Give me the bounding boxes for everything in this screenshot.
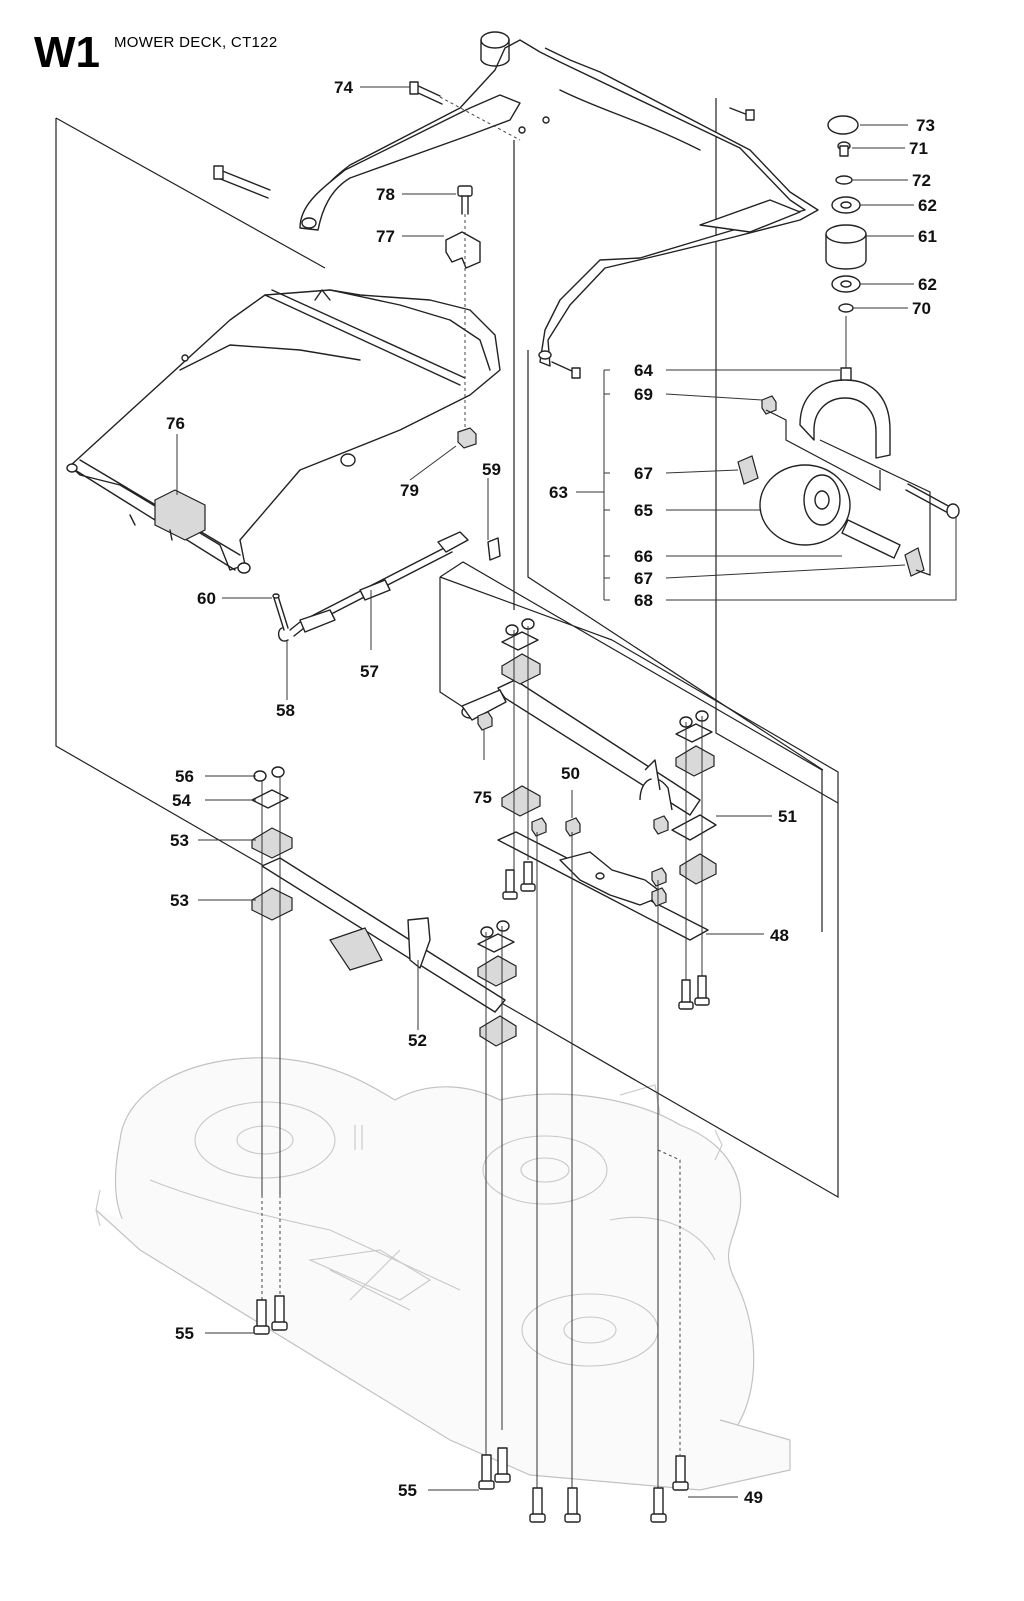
cap-73	[827, 115, 859, 135]
callout-64: 64	[634, 361, 653, 380]
callout-48: 48	[770, 926, 789, 945]
callout-54: 54	[172, 791, 191, 810]
callout-labels: 74 78 77 76 79 59 60 57 58 73 71 72 62 6…	[166, 78, 937, 1507]
callout-53-upper: 53	[170, 831, 189, 850]
washer-72	[835, 175, 853, 185]
bolt-upper-left	[213, 165, 271, 199]
front-shaft-52	[261, 857, 506, 1013]
rear-shaft-51	[461, 679, 717, 841]
callout-53-lower: 53	[170, 891, 189, 910]
callout-74: 74	[334, 78, 353, 97]
nut-75	[477, 711, 493, 731]
bolt-71	[837, 141, 851, 157]
adjust-rod-57	[277, 531, 469, 642]
callout-77: 77	[376, 227, 395, 246]
bolt-49	[672, 1455, 689, 1491]
callout-73: 73	[916, 116, 935, 135]
clamp-set-front-right	[477, 920, 517, 1047]
callout-57: 57	[360, 662, 379, 681]
nut-69	[761, 395, 777, 415]
lift-arm-assembly	[299, 31, 819, 367]
bolt-68	[905, 483, 960, 519]
assembly-frames	[55, 98, 839, 1199]
mower-deck-shell	[95, 1057, 791, 1491]
callout-50: 50	[561, 764, 580, 783]
callout-63: 63	[549, 483, 568, 502]
wheel-65	[759, 464, 851, 546]
clamp-set-front-left	[251, 766, 293, 921]
callout-58: 58	[276, 701, 295, 720]
leader-lines	[176, 86, 957, 1498]
callout-75: 75	[473, 788, 492, 807]
sleeve-66	[841, 519, 901, 559]
callout-79: 79	[400, 481, 419, 500]
bearing-62-upper	[831, 196, 861, 214]
nuts-50	[531, 817, 667, 907]
callout-71: 71	[909, 139, 928, 158]
bolt-78	[457, 185, 473, 215]
housing-61	[825, 224, 867, 270]
nut-51-side	[653, 815, 669, 835]
callout-55-bottom: 55	[398, 1481, 417, 1500]
bracket-77	[445, 231, 481, 269]
spacer-67	[737, 455, 925, 577]
front-frame-76	[66, 289, 501, 574]
diagram-title: MOWER DECK, CT122	[114, 34, 278, 51]
callout-76: 76	[166, 414, 185, 433]
callout-60: 60	[197, 589, 216, 608]
callout-78: 78	[376, 185, 395, 204]
bolt-arm-right	[551, 361, 581, 379]
clip-59	[487, 537, 501, 561]
bolts-55-left	[253, 1295, 288, 1335]
washer-70	[838, 303, 854, 313]
callout-65: 65	[634, 501, 653, 520]
bolts-upper-crossbar	[502, 861, 710, 1010]
bearing-62-lower	[831, 275, 861, 293]
callout-56: 56	[175, 767, 194, 786]
bolt-74	[409, 81, 443, 105]
nut-79	[457, 427, 477, 449]
clamp-set-rear-left	[501, 618, 541, 817]
callout-67-upper: 67	[634, 464, 653, 483]
callout-62-lower: 62	[918, 275, 937, 294]
crossbar-48	[497, 831, 709, 941]
callout-55-left: 55	[175, 1324, 194, 1343]
callout-51: 51	[778, 807, 797, 826]
pin-60	[272, 593, 289, 631]
callout-52: 52	[408, 1031, 427, 1050]
bolt-upper-right	[729, 107, 755, 121]
callout-66: 66	[634, 547, 653, 566]
diagram-code: W1	[34, 28, 100, 77]
callout-49: 49	[744, 1488, 763, 1507]
callout-59: 59	[482, 460, 501, 479]
callout-67-lower: 67	[634, 569, 653, 588]
bolts-bottom-center	[529, 1487, 667, 1523]
callout-72: 72	[912, 171, 931, 190]
callout-70: 70	[912, 299, 931, 318]
bolts-55-bottom	[478, 1447, 511, 1490]
callout-61: 61	[918, 227, 937, 246]
callout-62-upper: 62	[918, 196, 937, 215]
callout-69: 69	[634, 385, 653, 404]
mounting-axes	[261, 626, 703, 1490]
callout-68: 68	[634, 591, 653, 610]
fork-64	[799, 367, 891, 459]
